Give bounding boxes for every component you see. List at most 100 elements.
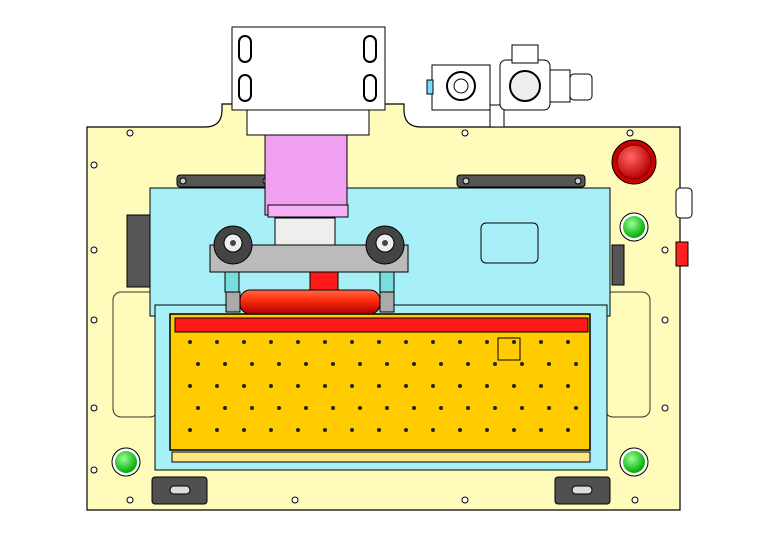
battery-rivet xyxy=(377,340,381,344)
battery-rivet xyxy=(242,428,246,432)
battery-rivet xyxy=(377,384,381,388)
battery-dots xyxy=(188,340,578,432)
pressure-regulator-valve xyxy=(426,44,593,128)
battery-rivet xyxy=(215,384,219,388)
battery-rivet xyxy=(250,362,254,366)
side-bracket-right xyxy=(611,244,625,286)
battery-rivet xyxy=(493,362,497,366)
battery-rivet xyxy=(188,428,192,432)
battery-rivet xyxy=(350,340,354,344)
cylinder-ring xyxy=(267,204,349,218)
roller-support-right xyxy=(379,291,395,313)
battery-rivet xyxy=(304,406,308,410)
battery-rivet xyxy=(304,362,308,366)
roller-support-left xyxy=(225,291,241,313)
battery-rivet xyxy=(466,406,470,410)
green-button-left-bottom[interactable] xyxy=(111,447,141,477)
battery-rivet xyxy=(412,362,416,366)
battery-rivet xyxy=(269,428,273,432)
battery-rivet xyxy=(458,340,462,344)
battery-rivet xyxy=(215,340,219,344)
battery-rivet xyxy=(188,340,192,344)
battery-rivet xyxy=(331,362,335,366)
battery-rivet xyxy=(439,362,443,366)
battery-rivet xyxy=(296,340,300,344)
battery-rivet xyxy=(485,384,489,388)
battery-rivet xyxy=(250,406,254,410)
battery-rivet xyxy=(358,406,362,410)
battery-bottom-strip xyxy=(171,451,591,463)
battery-rivet xyxy=(196,406,200,410)
battery-rivet xyxy=(331,406,335,410)
battery-rivet xyxy=(296,384,300,388)
battery-rivet xyxy=(385,362,389,366)
red-roller xyxy=(239,289,381,315)
clamp-slot xyxy=(571,485,593,495)
battery-rivet xyxy=(412,406,416,410)
pneumatic-cylinder xyxy=(264,134,348,216)
battery-rivet xyxy=(404,428,408,432)
clamp-slot xyxy=(169,485,191,495)
battery-rivet xyxy=(377,428,381,432)
battery-rivet xyxy=(574,362,578,366)
battery-rivet xyxy=(539,340,543,344)
battery-rivet xyxy=(539,428,543,432)
battery-rivet xyxy=(269,384,273,388)
battery-rivet xyxy=(358,362,362,366)
mount-slots xyxy=(238,35,377,102)
battery-rivet xyxy=(404,384,408,388)
battery-rivet xyxy=(350,428,354,432)
battery-connector xyxy=(497,337,521,361)
battery-rivet xyxy=(512,384,516,388)
battery-rivet xyxy=(574,406,578,410)
battery-rivet xyxy=(215,428,219,432)
battery-rivet xyxy=(385,406,389,410)
top-mount-block xyxy=(231,26,386,111)
battery-rivet xyxy=(512,340,516,344)
side-switch-red[interactable] xyxy=(675,241,689,267)
battery-rivet xyxy=(404,340,408,344)
green-button-right-bottom[interactable] xyxy=(619,447,649,477)
battery-rivet xyxy=(566,384,570,388)
battery-rivet xyxy=(242,340,246,344)
battery-rivet xyxy=(485,428,489,432)
panel-window xyxy=(480,222,539,264)
panel-top-rail-left xyxy=(176,174,273,188)
battery-pack xyxy=(169,313,591,451)
mount-plate xyxy=(246,109,370,136)
battery-rivet xyxy=(323,428,327,432)
battery-rivet xyxy=(188,384,192,388)
green-button-right-top[interactable] xyxy=(619,212,649,242)
battery-rivet xyxy=(296,428,300,432)
emergency-stop-button[interactable] xyxy=(611,139,657,185)
guide-post-right xyxy=(379,271,395,293)
battery-rivet xyxy=(323,384,327,388)
battery-rivet xyxy=(485,340,489,344)
battery-rivet xyxy=(431,340,435,344)
battery-rivet xyxy=(223,362,227,366)
battery-rivet xyxy=(269,340,273,344)
battery-rivet xyxy=(566,340,570,344)
battery-rivet xyxy=(547,362,551,366)
battery-rivet xyxy=(520,362,524,366)
battery-rivet xyxy=(431,384,435,388)
battery-rivet xyxy=(277,362,281,366)
roller-wheel-left xyxy=(213,225,253,265)
battery-rivet xyxy=(547,406,551,410)
battery-rivet xyxy=(323,340,327,344)
battery-rivet xyxy=(520,406,524,410)
battery-red-strip xyxy=(174,317,589,333)
battery-rivet xyxy=(458,428,462,432)
battery-rivet xyxy=(458,384,462,388)
side-switch-white[interactable] xyxy=(675,187,693,219)
cylinder-rods xyxy=(274,217,336,249)
battery-rivet xyxy=(196,362,200,366)
carriage-red-block xyxy=(309,271,339,291)
side-bracket-left xyxy=(126,214,152,288)
battery-rivet xyxy=(493,406,497,410)
battery-rivet xyxy=(439,406,443,410)
battery-rivet xyxy=(566,428,570,432)
guide-post-left xyxy=(224,271,240,293)
